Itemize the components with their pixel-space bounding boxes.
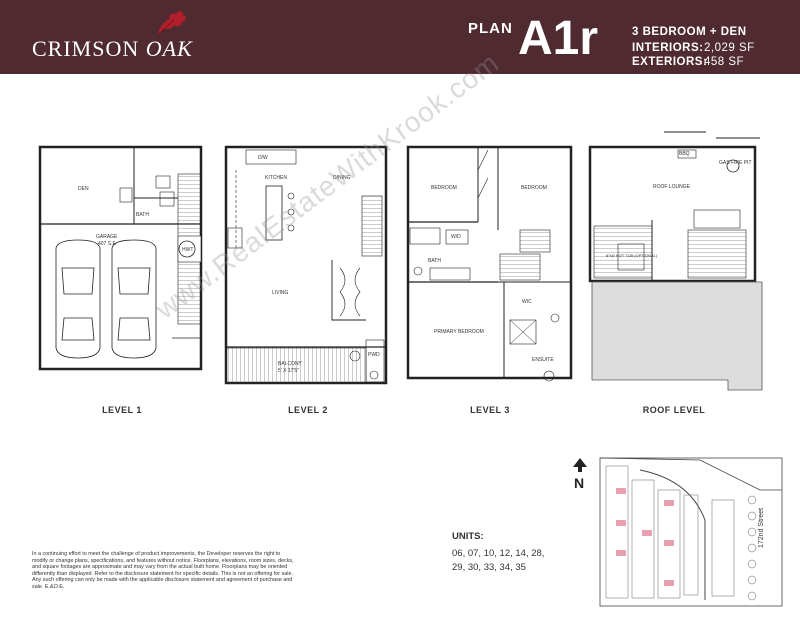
room-garage-dim: 407 s.f. [98, 241, 117, 247]
room-bedroom-1: BEDROOM [431, 185, 457, 191]
north-label: N [574, 475, 585, 491]
level2-plan [224, 145, 388, 385]
level3-label: LEVEL 3 [470, 405, 510, 415]
north-arrow-icon [573, 458, 587, 472]
interiors-label: INTERIORS: [632, 42, 704, 54]
room-den: DEN [78, 186, 89, 192]
oak-leaf-logo-icon [157, 11, 186, 36]
room-hot-tub: 8'x8' HOT TUB (OPTIONAL) [606, 253, 658, 258]
plan-label: PLAN [468, 20, 513, 37]
room-wic: WIC [522, 299, 532, 305]
room-hwt: HWT [182, 247, 194, 253]
room-dining: DINING [333, 175, 351, 181]
exteriors-row: EXTERIORS: 458 SF [632, 56, 744, 68]
brand-logo: CRIMSON OAK [32, 36, 193, 62]
room-garage: GARAGE [96, 234, 118, 240]
interiors-value: 2,029 SF [704, 42, 755, 54]
room-pwd: PWD [368, 352, 380, 358]
room-kitchen: KITCHEN [265, 175, 287, 181]
level1-label: LEVEL 1 [102, 405, 142, 415]
bedroom-count: 3 BEDROOM + DEN [632, 26, 747, 38]
brand-name-oak: OAK [145, 36, 193, 61]
level3-plan [406, 145, 573, 382]
units-title: UNITS: [452, 531, 484, 542]
plan-code: A1r [518, 12, 599, 65]
header-banner: CRIMSON OAK PLAN A1r 3 BEDROOM + DEN INT… [0, 0, 800, 74]
street-label: 172nd Street [758, 507, 765, 548]
brand-name: CRIMSON [32, 36, 140, 61]
room-living: LIVING [272, 290, 289, 296]
site-plan-map [599, 457, 783, 607]
units-list-line2: 29, 30, 33, 34, 35 [452, 562, 526, 573]
disclaimer-text: In a continuing effort to meet the chall… [32, 551, 294, 590]
exteriors-label: EXTERIORS: [632, 56, 708, 68]
room-bath-l3: BATH [428, 258, 441, 264]
room-balcony: BALCONY [278, 361, 302, 367]
exteriors-value: 458 SF [704, 56, 745, 68]
room-primary-bedroom: PRIMARY BEDROOM [434, 329, 484, 335]
room-balcony-dim: 5' x 17'5" [278, 368, 299, 374]
room-roof-lounge: ROOF LOUNGE [653, 184, 690, 190]
level1-plan [38, 145, 203, 371]
room-dw: D/W [258, 155, 268, 161]
roof-level-label: ROOF LEVEL [642, 405, 706, 415]
room-wd: W/D [451, 234, 461, 240]
room-bedroom-2: BEDROOM [521, 185, 547, 191]
room-ensuite: ENSUITE [532, 357, 554, 363]
units-list-line1: 06, 07, 10, 12, 14, 28, [452, 548, 545, 559]
room-bbq: BBQ [679, 151, 690, 157]
level2-label: LEVEL 2 [288, 405, 328, 415]
room-gas-fire-pit: GAS FIRE PIT [719, 160, 752, 166]
room-bath-l1: BATH [136, 212, 149, 218]
interiors-row: INTERIORS: 2,029 SF [632, 42, 754, 54]
roof-plan [588, 131, 763, 391]
